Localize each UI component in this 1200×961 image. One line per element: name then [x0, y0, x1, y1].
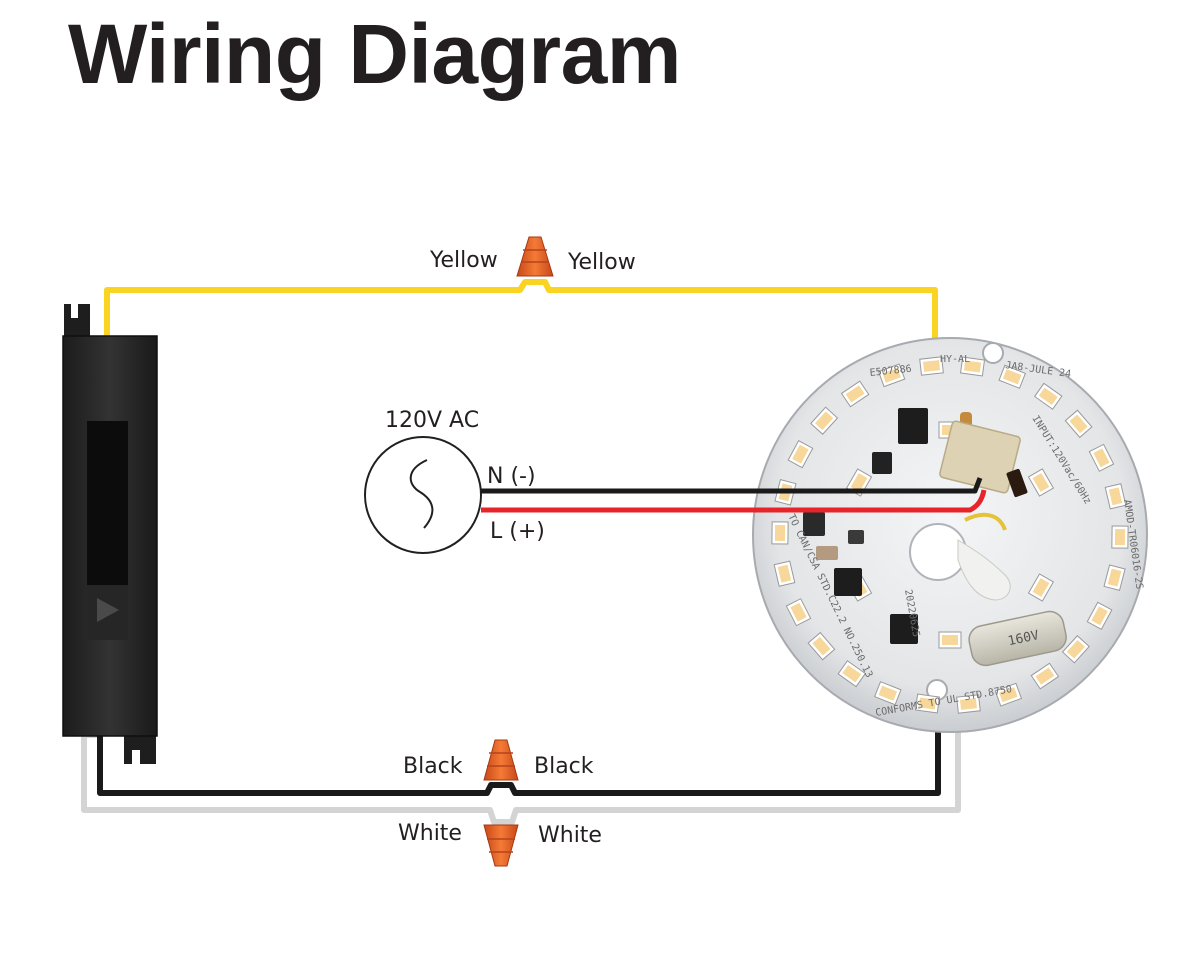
led-chip — [1111, 525, 1129, 549]
led-chip — [994, 682, 1023, 707]
led-chip — [810, 406, 839, 435]
led-chip — [1064, 409, 1093, 439]
chip-component — [898, 408, 928, 444]
led-chip — [1027, 468, 1055, 497]
tan-component — [816, 546, 838, 560]
white-wire — [81, 720, 961, 825]
led-chip — [787, 440, 814, 469]
capacitor: 160V — [968, 610, 1067, 667]
chip-component — [872, 452, 892, 474]
led-chip — [1086, 601, 1113, 630]
led-chip — [1061, 635, 1090, 664]
pcb-marking-e507886: E507886 — [869, 364, 912, 379]
led-chip — [807, 631, 836, 661]
triangle-icon — [97, 598, 119, 622]
black-wire — [97, 728, 941, 796]
chip-component — [890, 614, 918, 644]
yellow-wire — [104, 279, 938, 352]
chip-component — [834, 568, 862, 596]
led-chip — [1104, 483, 1127, 510]
led-driver — [62, 304, 158, 764]
mounting-hole — [982, 342, 1004, 364]
yellow-right-label: Yellow — [567, 250, 636, 275]
chip-component — [848, 530, 864, 544]
led-chip — [960, 356, 986, 377]
white-wire-nut — [483, 824, 519, 867]
black-right-label: Black — [534, 754, 594, 779]
led-chip — [771, 521, 789, 545]
line-wire — [481, 489, 987, 513]
black-left-label: Black — [403, 754, 463, 779]
led-chip — [873, 681, 902, 706]
sine-wave-icon — [409, 459, 434, 529]
led-chip — [914, 693, 940, 714]
led-pcb-module: 160V E507886 HY-AL JA8-JULE 24 INPUT:120… — [752, 337, 1148, 733]
chip-component — [803, 512, 825, 536]
yellow-left-label: Yellow — [429, 248, 498, 273]
svg-text:160V: 160V — [1007, 628, 1041, 649]
source-voltage-label: 120V AC — [385, 408, 479, 433]
led-chip — [837, 660, 867, 688]
led-chip — [1033, 382, 1063, 410]
white-left-label: White — [398, 821, 462, 846]
pcb-marking-hy-al: HY-AL — [940, 354, 970, 365]
led-chip — [877, 363, 906, 388]
led-chip — [919, 356, 944, 376]
yellow-wire-nut — [516, 236, 554, 277]
led-chip — [1030, 662, 1060, 690]
resistor-component — [1006, 468, 1028, 498]
led-chip — [773, 560, 796, 587]
led-chip — [785, 598, 812, 627]
led-chip — [956, 694, 981, 714]
ac-source — [364, 436, 482, 554]
led-chip — [1103, 564, 1126, 591]
black-wire-nut — [483, 739, 519, 781]
led-chip — [1088, 443, 1115, 472]
line-label: L (+) — [490, 519, 545, 544]
led-chip — [840, 380, 870, 408]
neutral-label: N (-) — [487, 464, 536, 489]
page-title: Wiring Diagram — [68, 7, 682, 101]
neutral-wire — [481, 477, 983, 494]
relay-component — [939, 420, 1021, 494]
led-chip — [938, 631, 962, 649]
led-chip — [998, 364, 1027, 389]
white-right-label: White — [538, 823, 602, 848]
led-chip — [1027, 573, 1055, 602]
